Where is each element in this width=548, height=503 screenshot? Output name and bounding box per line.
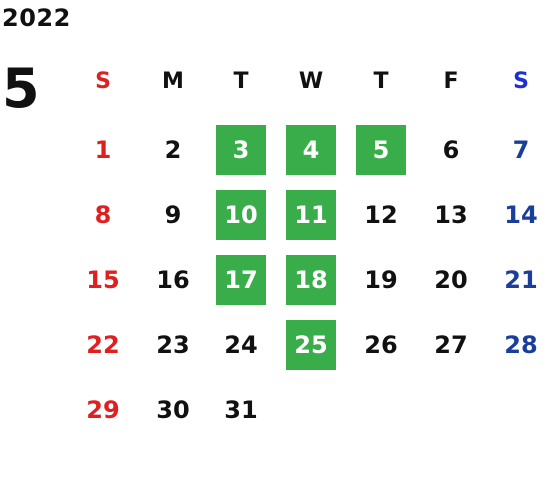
day-cell[interactable]: 13 (434, 201, 468, 229)
day-cell[interactable]: 16 (156, 266, 190, 294)
weekday-saturday: S (513, 68, 529, 94)
day-cell[interactable]: 11 (286, 190, 336, 240)
weekday-header-row: S M T W T F S (0, 56, 548, 106)
day-cell[interactable]: 20 (434, 266, 468, 294)
weekday-wednesday: W (298, 68, 324, 94)
day-cell[interactable]: 5 (356, 125, 406, 175)
day-cell[interactable]: 30 (156, 396, 190, 424)
day-cell[interactable]: 3 (216, 125, 266, 175)
day-cell[interactable]: 17 (216, 255, 266, 305)
month-number: 5 (2, 57, 40, 120)
day-cell[interactable]: 10 (216, 190, 266, 240)
week-row-5: 29 30 31 (0, 385, 548, 435)
day-cell[interactable]: 4 (286, 125, 336, 175)
day-cell[interactable]: 27 (434, 331, 468, 359)
day-cell[interactable]: 29 (86, 396, 120, 424)
week-row-2: 8 9 10 11 12 13 14 (0, 190, 548, 240)
week-row-4: 22 23 24 25 26 27 28 (0, 320, 548, 370)
day-cell[interactable]: 15 (86, 266, 120, 294)
day-cell[interactable]: 18 (286, 255, 336, 305)
day-cell[interactable]: 25 (286, 320, 336, 370)
day-cell[interactable]: 8 (94, 201, 112, 229)
day-cell[interactable]: 2 (164, 136, 182, 164)
weekday-sunday: S (95, 68, 111, 94)
day-cell[interactable]: 26 (364, 331, 398, 359)
day-cell[interactable]: 28 (504, 331, 538, 359)
weekday-tuesday: T (233, 68, 249, 94)
day-cell[interactable]: 31 (224, 396, 258, 424)
weekday-thursday: T (373, 68, 389, 94)
day-cell[interactable]: 1 (94, 136, 112, 164)
week-row-3: 15 16 17 18 19 20 21 (0, 255, 548, 305)
day-cell[interactable]: 23 (156, 331, 190, 359)
day-cell (356, 385, 406, 435)
day-cell[interactable]: 19 (364, 266, 398, 294)
day-cell (496, 385, 546, 435)
week-row-1: 1 2 3 4 5 6 7 (0, 125, 548, 175)
day-cell[interactable]: 12 (364, 201, 398, 229)
weekday-friday: F (443, 68, 459, 94)
day-cell[interactable]: 6 (442, 136, 460, 164)
day-cell[interactable]: 9 (164, 201, 182, 229)
day-cell (286, 385, 336, 435)
day-cell[interactable]: 7 (512, 136, 530, 164)
day-cell[interactable]: 22 (86, 331, 120, 359)
day-cell[interactable]: 24 (224, 331, 258, 359)
year-label: 2022 (2, 4, 71, 32)
day-cell (426, 385, 476, 435)
day-cell[interactable]: 21 (504, 266, 538, 294)
day-cell[interactable]: 14 (504, 201, 538, 229)
weekday-monday: M (162, 68, 184, 94)
